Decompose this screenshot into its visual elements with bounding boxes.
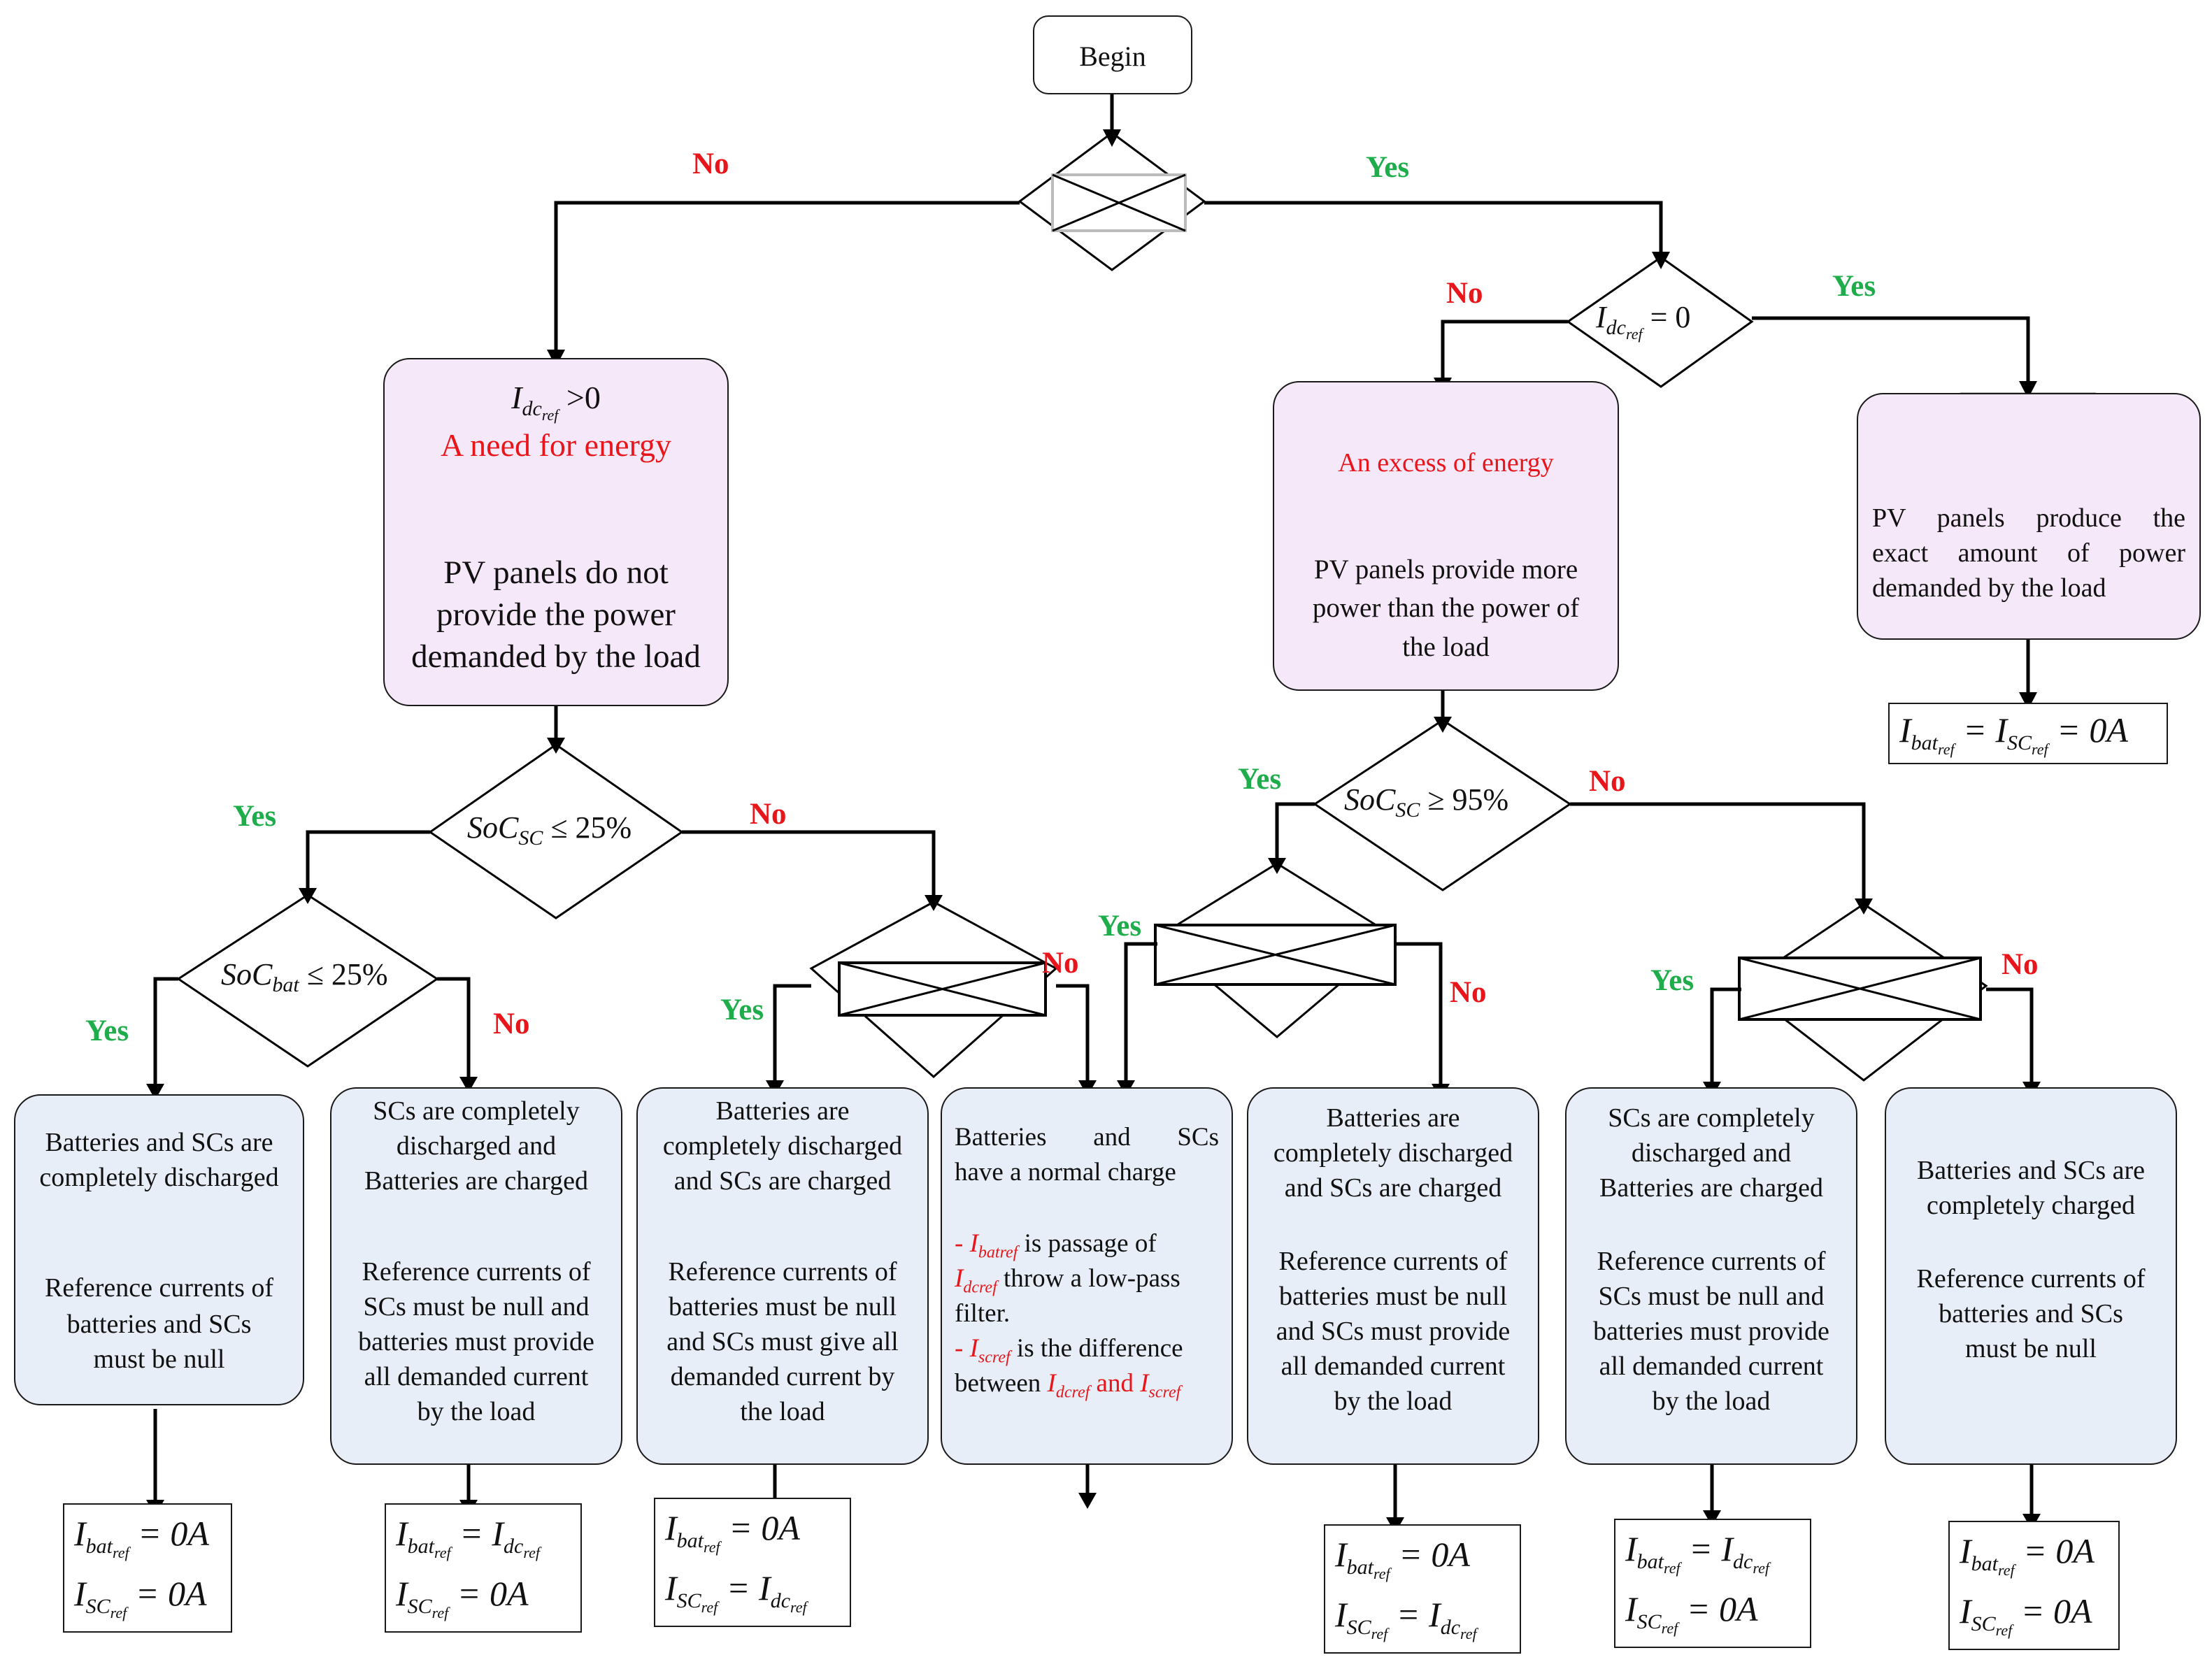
line-no-idc [1441, 320, 1568, 381]
label-no-soc-sc: No [750, 798, 787, 831]
label-yes-soc-sc: Yes [233, 800, 277, 833]
decision-diamond-idc-zero [1566, 256, 1754, 388]
line-yes-soc-bat [153, 977, 178, 1087]
line-no-top [554, 201, 1020, 353]
equation-leaf-5: Ibatref = 0A ISCref = Idcref [1324, 1524, 1521, 1654]
cond-soc-sc-25: SoCSC ≤ 25% [467, 810, 632, 850]
line-no-mid-left [1056, 984, 1090, 1084]
need-heading: A need for energy [441, 427, 671, 463]
label-yes-top: Yes [1366, 151, 1410, 184]
line-no-mid-right-1 [1395, 942, 1443, 1087]
leaf-all-charged: Batteries and SCs are completely charged… [1885, 1087, 2177, 1465]
label-yes-mid-right-2: Yes [1650, 964, 1694, 997]
label-yes-idc: Yes [1832, 270, 1876, 303]
exact-equation: Ibatref = ISCref = 0A [1888, 703, 2168, 764]
need-line-3: demanded by the load [411, 638, 701, 675]
line-yes-mid-right-2 [1710, 987, 1741, 1085]
leaf-all-discharged: Batteries and SCs are completely dischar… [14, 1094, 304, 1405]
decision-diamond-soc-sc-95 [1313, 719, 1572, 891]
line-yes-mid-left [773, 984, 811, 1084]
excess-line-1: PV panels provide more [1313, 554, 1578, 585]
line-no-soc-bat [437, 977, 471, 1080]
label-no-idc: No [1446, 277, 1483, 310]
leaf-normal-charge: Batteries and SCs have a normal charge -… [941, 1087, 1233, 1465]
cond-soc-sc-95: SoCSC ≥ 95% [1344, 782, 1509, 822]
excess-heading: An excess of energy [1338, 448, 1554, 478]
equation-leaf-2: Ibatref = Idcref ISCref = 0A [385, 1503, 582, 1633]
line-yes-soc-95 [1275, 802, 1315, 861]
label-no-soc-95: No [1589, 765, 1626, 798]
excess-energy-box: An excess of energy PV panels provide mo… [1273, 381, 1619, 691]
line-no-soc-95 [1570, 802, 1866, 902]
leaf-batteries-discharged-left: Batteries are completely discharged and … [636, 1087, 929, 1465]
line-yes-mid-right-1 [1124, 942, 1157, 1084]
label-no-mid-right-2: No [2001, 948, 2039, 981]
need-condition: Idcref >0 [511, 380, 601, 424]
equation-leaf-3: Ibatref = 0A ISCref = Idcref [654, 1498, 851, 1627]
begin-terminal: Begin [1033, 15, 1192, 94]
excess-line-2: power than the power of [1312, 593, 1580, 623]
label-yes-mid-left: Yes [720, 994, 764, 1026]
equation-leaf-7: Ibatref = 0A ISCref = 0A [1948, 1521, 2120, 1650]
note-line-1: - Ibatref is passage of [955, 1229, 1157, 1262]
note-line-5: between Idcref and Iscref [955, 1369, 1181, 1402]
exact-power-box: PV panels produce the exact amount of po… [1857, 393, 2201, 640]
exact-line-3: demanded by the load [1872, 573, 2106, 603]
excess-line-3: the load [1402, 632, 1490, 662]
line-no-soc-sc [682, 830, 936, 898]
need-energy-box: Idcref >0 A need for energy PV panels do… [383, 358, 729, 706]
label-yes-soc-95: Yes [1238, 763, 1282, 796]
label-yes-mid-right-1: Yes [1098, 910, 1142, 943]
begin-label: Begin [1079, 41, 1146, 72]
need-line-1: PV panels do not [443, 554, 669, 591]
leaf-batteries-discharged-right: Batteries are completely discharged and … [1247, 1087, 1539, 1465]
cond-idc-zero: Idcref = 0 [1596, 300, 1691, 343]
leaf-scs-discharged-right: SCs are completely discharged and Batter… [1565, 1087, 1857, 1465]
label-no-mid-left: No [1042, 947, 1079, 980]
line-yes-top [1204, 201, 1663, 255]
exact-line-2: exact amount of power [1872, 538, 2185, 568]
label-no-mid-right-1: No [1450, 976, 1487, 1009]
exact-line-1: PV panels produce the [1872, 503, 2185, 533]
label-no-top: No [692, 148, 729, 180]
label-yes-soc-bat: Yes [85, 1015, 129, 1047]
equation-leaf-1: Ibatref = 0A ISCref = 0A [63, 1503, 232, 1633]
line-yes-soc-sc [306, 830, 430, 891]
need-line-2: provide the power [436, 596, 676, 633]
line-yes-idc [1752, 316, 2030, 385]
note-line-2: Idcref throw a low-pass [955, 1264, 1180, 1297]
decision-diamond-soc-sc-25 [428, 743, 684, 919]
equation-leaf-6: Ibatref = Idcref ISCref = 0A [1614, 1519, 1811, 1648]
label-no-soc-bat: No [493, 1008, 530, 1040]
cond-soc-bat-25: SoCbat ≤ 25% [221, 957, 388, 996]
line-no-mid-right-2 [1986, 987, 2034, 1085]
decision-diamond-soc-bat-25 [176, 894, 439, 1068]
note-line-4: - Iscref is the difference [955, 1334, 1183, 1367]
leaf-scs-discharged-left: SCs are completely discharged and Batter… [330, 1087, 622, 1465]
